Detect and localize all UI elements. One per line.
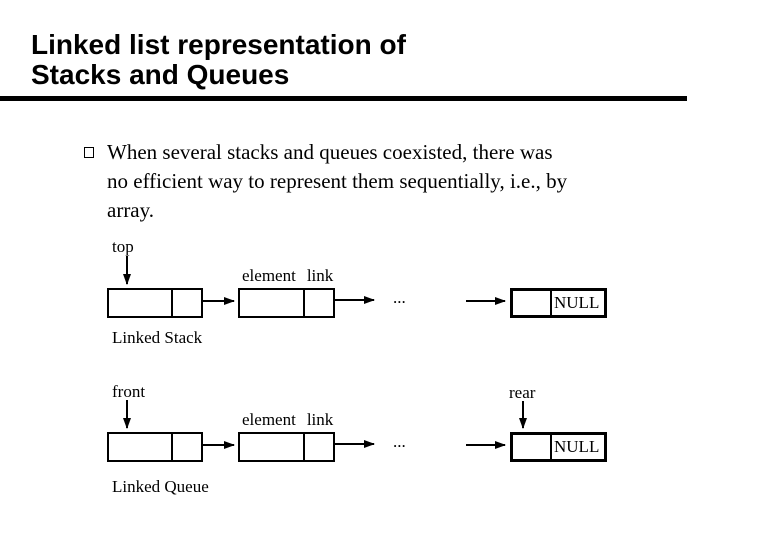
queue-node-1-link-cell	[173, 434, 201, 460]
stack-top-pointer-label: top	[112, 237, 134, 256]
bullet-line: no efficient way to represent them seque…	[107, 169, 568, 193]
queue-element-field-label: element	[242, 410, 296, 429]
title-rule	[0, 96, 687, 101]
queue-caption: Linked Queue	[112, 477, 209, 496]
stack-node-2-link-cell	[305, 290, 333, 316]
bullet-line: array.	[107, 198, 155, 222]
queue-node-2-element-cell	[240, 434, 305, 460]
stack-node-2-element-cell	[240, 290, 305, 316]
bullet-square-icon	[84, 147, 94, 158]
page-title-line2: Stacks and Queues	[31, 59, 290, 90]
stack-node-1	[107, 288, 203, 318]
page-title-line1: Linked list representation of	[31, 29, 406, 60]
queue-link-field-label: link	[306, 410, 334, 429]
stack-node-last: NULL	[510, 288, 607, 318]
stack-element-field-label: element	[242, 266, 296, 285]
stack-caption: Linked Stack	[112, 328, 203, 347]
queue-field-labels: element link	[242, 410, 333, 430]
page-title: Linked list representation of Stacks and…	[31, 30, 406, 90]
stack-node-last-link-cell: NULL	[554, 293, 600, 312]
queue-rear-pointer-label: rear	[509, 383, 536, 402]
queue-node-2	[238, 432, 335, 462]
stack-link-field-label: link	[306, 266, 334, 285]
queue-front-pointer-label: front	[112, 382, 146, 401]
queue-node-last-link-cell: NULL	[554, 437, 600, 456]
stack-node-last-element-cell	[513, 291, 552, 315]
queue-node-last: NULL	[510, 432, 607, 462]
stack-ellipsis: ...	[393, 288, 406, 307]
stack-node-1-element-cell	[109, 290, 173, 316]
queue-node-2-link-cell	[305, 434, 333, 460]
queue-ellipsis: ...	[393, 432, 406, 451]
stack-field-labels: element link	[242, 266, 333, 286]
bullet-line: When several stacks and queues coexisted…	[107, 140, 553, 164]
queue-node-1-element-cell	[109, 434, 173, 460]
queue-node-last-element-cell	[513, 435, 552, 459]
stack-node-1-link-cell	[173, 290, 201, 316]
bullet-paragraph: When several stacks and queues coexisted…	[107, 138, 567, 225]
stack-node-2	[238, 288, 335, 318]
queue-node-1	[107, 432, 203, 462]
